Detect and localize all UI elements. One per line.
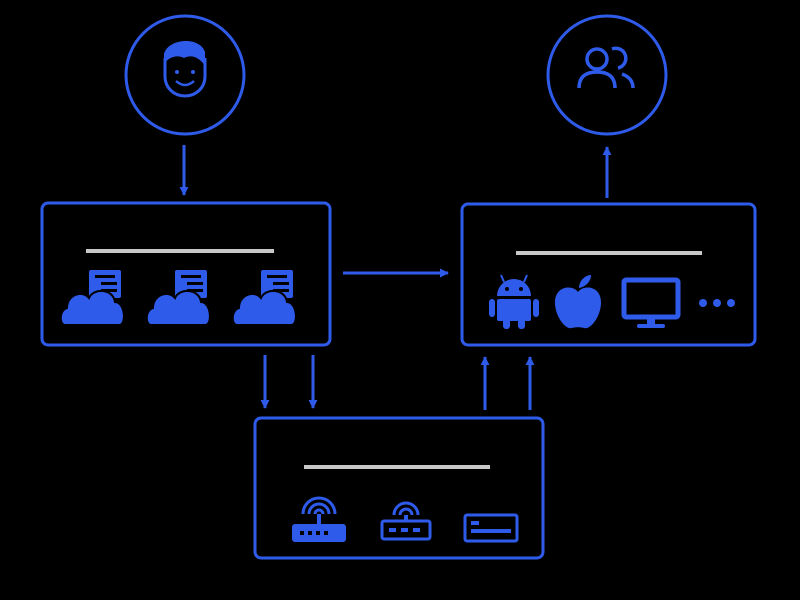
person-face-icon [163,40,207,98]
more-icon [699,299,735,307]
network-switch-icon [380,501,432,541]
cloud-server-icon [231,270,297,326]
cloud-server-icon [145,270,211,326]
connection-cloud-to-device [260,355,318,409]
server-device-icon [463,513,519,543]
monitor-icon [621,277,681,328]
connection-device-to-platform [480,356,535,410]
device-box-title-bar [304,465,490,469]
cloud-box [40,201,332,347]
android-icon [489,274,539,329]
platform-box [460,202,757,347]
apple-icon [554,275,602,329]
device-box [253,416,545,560]
cloud-server-icon [59,270,125,326]
cloud-box-title-bar [86,249,274,253]
user-actor [124,14,246,136]
wifi-router-icon [292,496,346,542]
user-group-icon [577,46,635,89]
audience-actor [546,14,668,136]
platform-box-title-bar [516,251,702,255]
